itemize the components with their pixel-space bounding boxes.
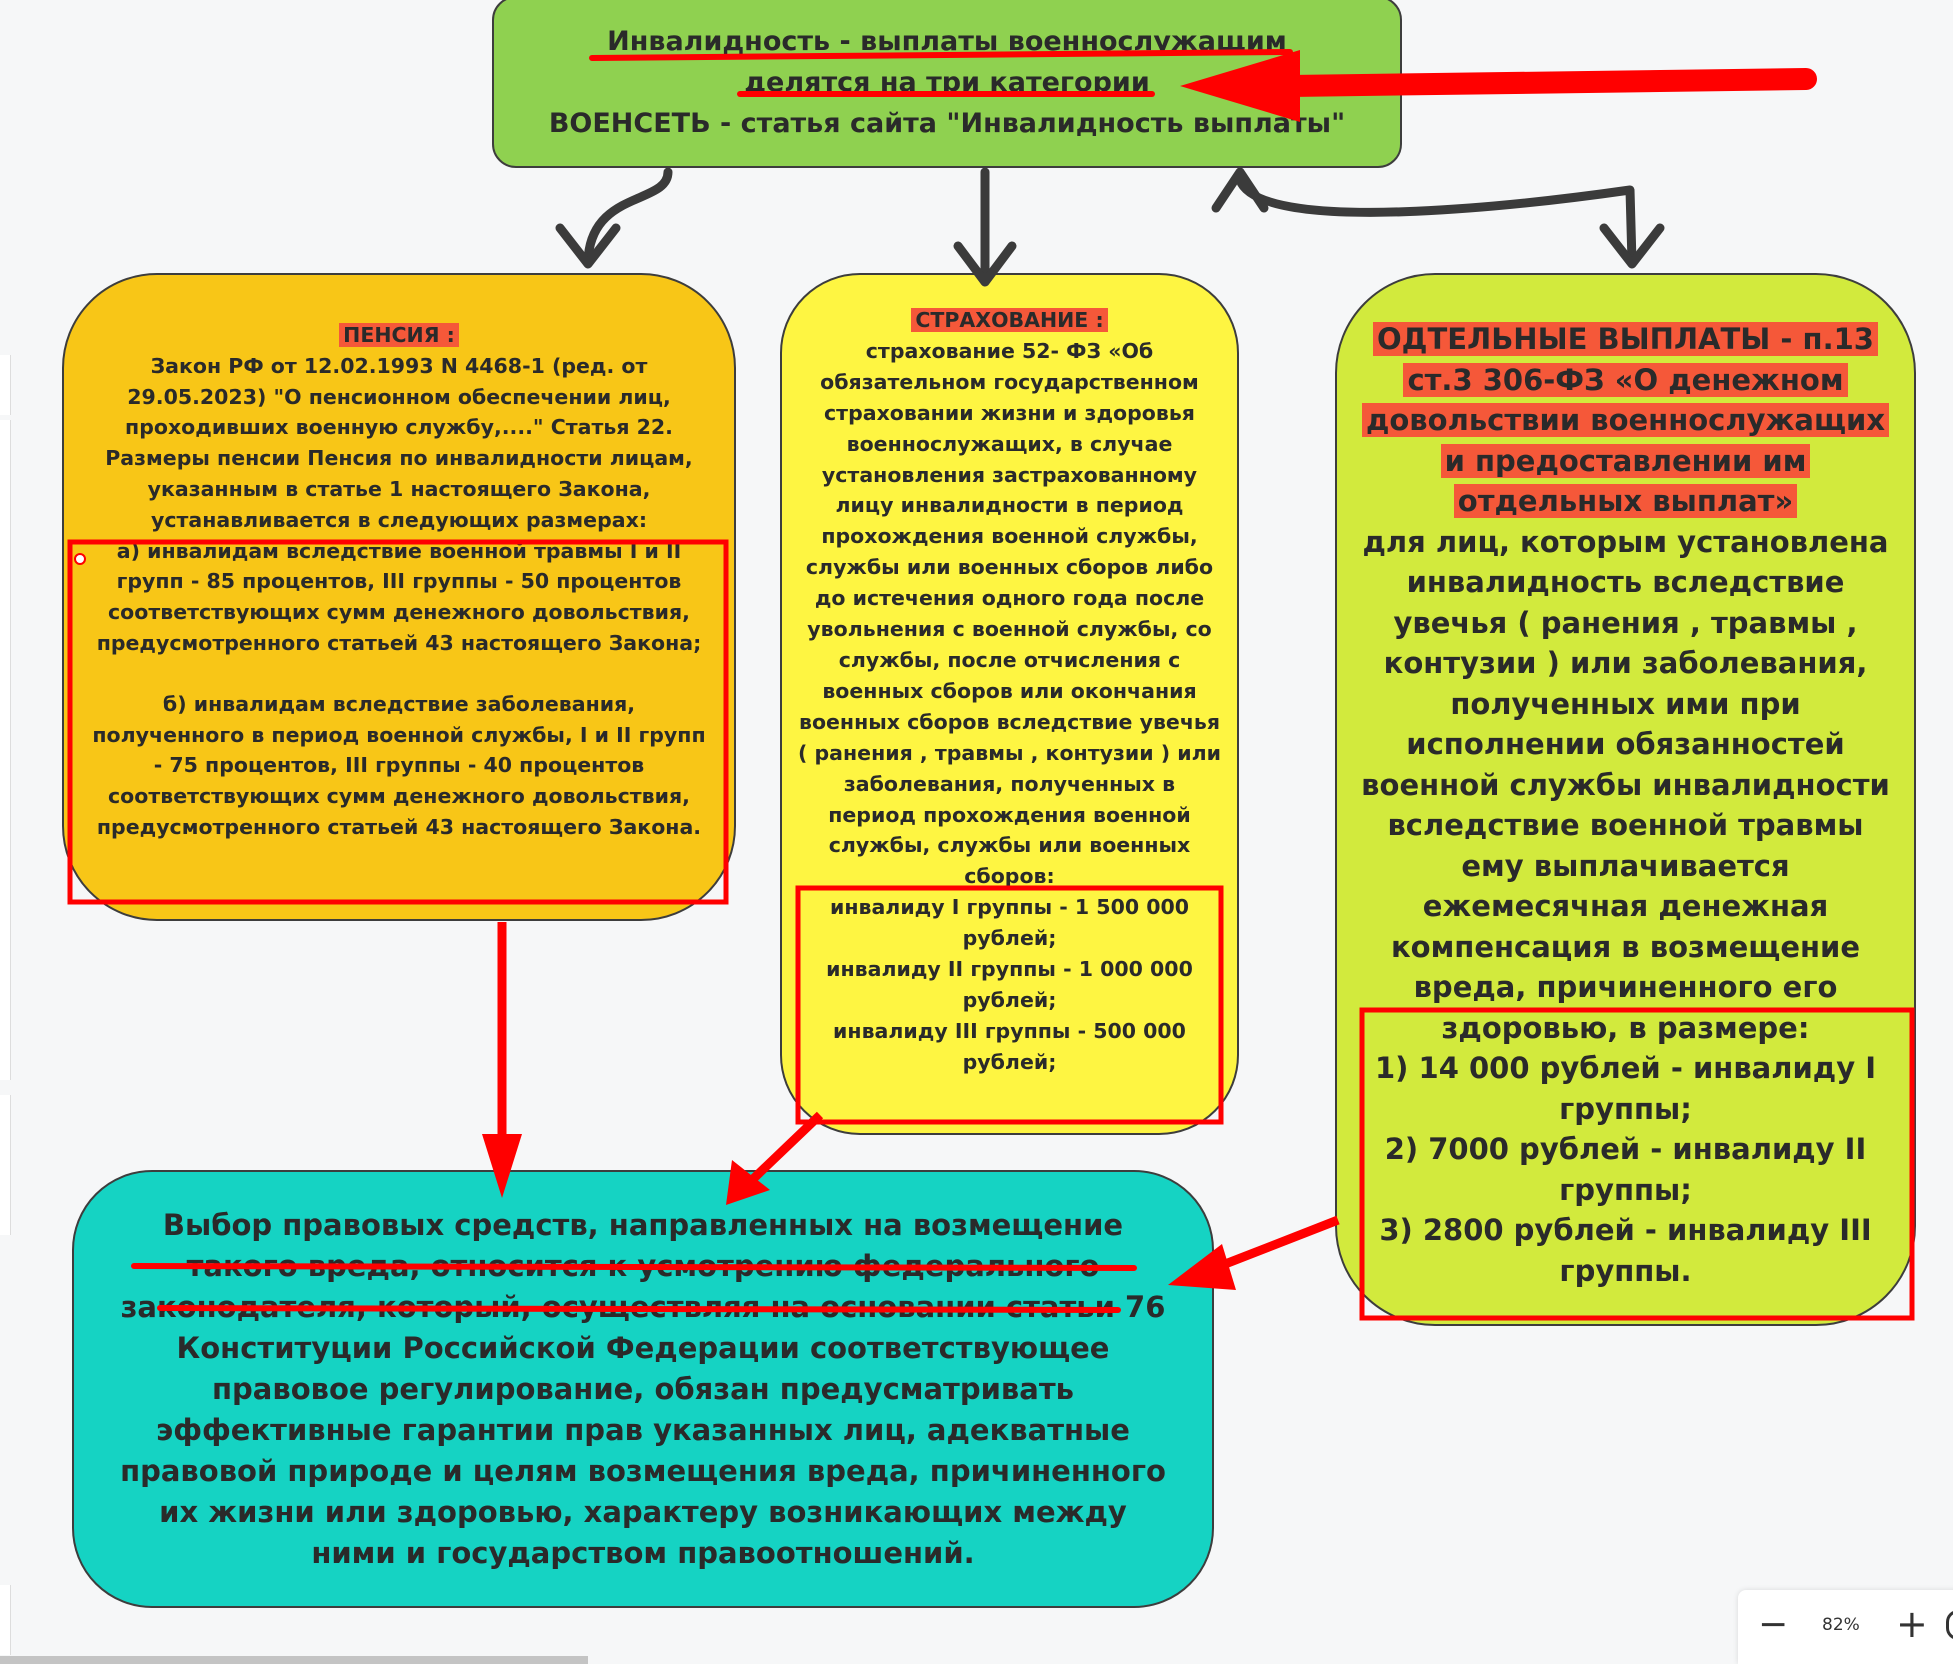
zoom-toolbar: − 82% + — [1738, 1590, 1953, 1664]
zoom-level: 82% — [1822, 1615, 1860, 1635]
red-arrow-insurance — [748, 1111, 824, 1184]
underline-top-1 — [589, 49, 1293, 61]
connector-to-pension — [583, 167, 673, 267]
pension-node[interactable]: ПЕНСИЯ : Закон РФ от 12.02.1993 N 4468-1… — [62, 273, 736, 921]
underlines — [131, 49, 1293, 1313]
underline-conclusion-2 — [157, 1305, 1121, 1313]
top-line-3: ВОЕНСЕТЬ - статья сайта "Инвалидность вы… — [548, 107, 1346, 139]
conclusion-text: который, осуществляя на основании статьи… — [120, 1289, 1166, 1570]
red-arrow-separate — [1213, 1215, 1340, 1273]
separate-item-2: 2) 7000 рублей - инвалиду II группы; — [1384, 1132, 1867, 1207]
connector-to-separate — [1235, 175, 1637, 267]
red-arrow-insurance-head — [726, 1160, 770, 1205]
pension-intro: Закон РФ от 12.02.1993 N 4468-1 (ред. от… — [105, 353, 693, 532]
flow-connectors — [555, 167, 1665, 287]
insurance-node[interactable]: СТРАХОВАНИЕ : страхование 52- ФЗ «Об обя… — [780, 273, 1239, 1135]
red-arrow-separate-head — [1168, 1244, 1236, 1290]
side-panel-tab-lower — [0, 1095, 11, 1235]
horizontal-scrollbar[interactable] — [0, 1656, 588, 1664]
connector-to-pension-head — [555, 223, 621, 269]
side-panel-tab-bottom — [0, 1585, 11, 1655]
separate-item-3: 3) 2800 рублей - инвалиду III группы. — [1379, 1213, 1872, 1288]
red-arrow-pension-head — [482, 1134, 522, 1198]
highlight-box-insurance — [795, 885, 1224, 1125]
conclusion-node[interactable]: Выбор правовых средств, направленных на … — [72, 1170, 1214, 1608]
insurance-group-1: инвалиду I группы - 1 500 000 рублей; — [829, 895, 1190, 951]
separate-body: для лиц, которым установлена инвалидност… — [1361, 524, 1890, 1045]
fit-screen-icon[interactable] — [1946, 1610, 1953, 1640]
insurance-group-3: инвалиду III группы - 500 000 рублей; — [833, 1018, 1186, 1074]
underline-conclusion-1 — [131, 1263, 1137, 1271]
connector-to-separate-head — [1599, 223, 1665, 269]
pension-item-b: б) инвалидам вследствие заболевания, пол… — [92, 691, 706, 839]
highlight-box-pension — [67, 539, 729, 905]
separate-item-1: 1) 14 000 рублей - инвалиду I группы; — [1374, 1051, 1877, 1126]
insurance-group-2: инвалиду II группы - 1 000 000 рублей; — [826, 957, 1193, 1012]
highlight-box-separate — [1359, 1007, 1915, 1321]
big-red-arrow-head — [1180, 50, 1300, 122]
zoom-in-button[interactable]: + — [1896, 1602, 1928, 1646]
insurance-title: СТРАХОВАНИЕ : — [911, 308, 1108, 332]
connector-back-arrow-head — [1211, 167, 1269, 213]
separate-payments-node[interactable]: ОДТЕЛЬНЫЕ ВЫПЛАТЫ - п.13 ст.3 306-ФЗ «О … — [1335, 273, 1916, 1326]
highlight-boxes — [67, 539, 1915, 1321]
connector-to-insurance-head — [953, 241, 1017, 287]
pension-title: ПЕНСИЯ : — [339, 323, 459, 347]
side-panel-tab-top[interactable] — [0, 355, 11, 415]
zoom-out-button[interactable]: − — [1758, 1604, 1789, 1645]
pension-box-marker — [74, 553, 86, 565]
insurance-body: страхование 52- ФЗ «Об обязательном госу… — [798, 338, 1221, 889]
big-red-arrow — [1279, 68, 1817, 97]
side-panel-tab-middle — [0, 420, 11, 1080]
red-arrows — [497, 922, 1340, 1273]
